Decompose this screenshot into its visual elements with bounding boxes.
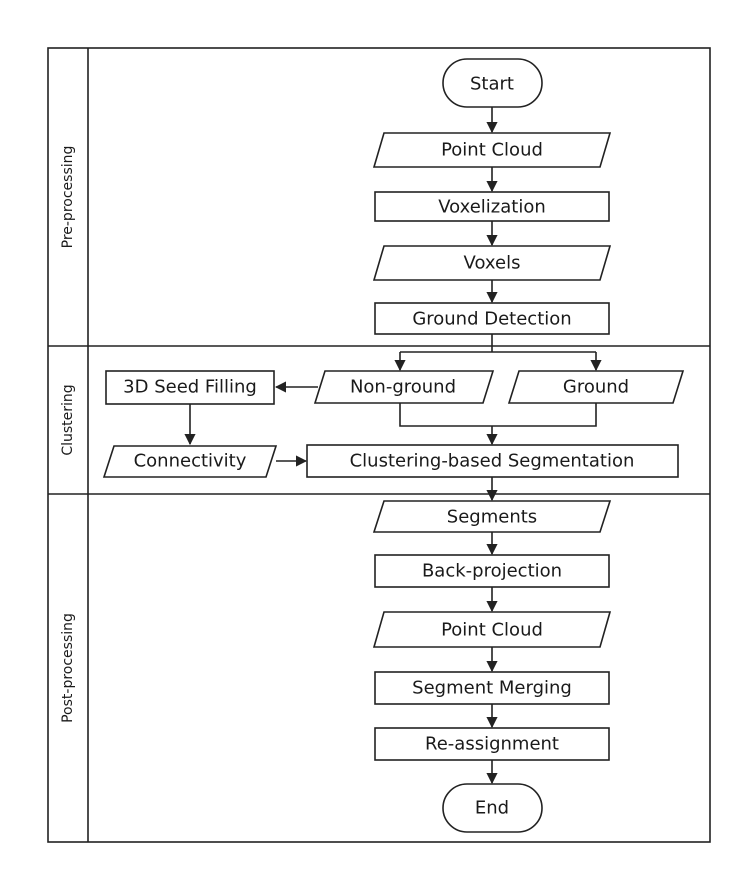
segments-node: Segments [372,500,612,533]
lane-label-clustering: Clustering [60,384,76,455]
clustering-segmentation-label: Clustering-based Segmentation [350,451,635,472]
connectivity-node: Connectivity [102,445,278,478]
back-projection-node: Back-projection [374,554,610,588]
seed-filling-node: 3D Seed Filling [105,370,275,405]
end-node: End [442,783,543,833]
non-ground-label: Non-ground [350,377,456,398]
voxels-label: Voxels [464,253,521,274]
point-cloud-input-label: Point Cloud [441,140,543,161]
seed-filling-label: 3D Seed Filling [123,377,257,398]
point-cloud-output-node: Point Cloud [372,611,612,648]
lane-label-pre-processing: Pre-processing [60,146,76,249]
ground-node: Ground [507,370,685,404]
segments-label: Segments [447,507,537,528]
point-cloud-output-label: Point Cloud [441,620,543,641]
back-projection-label: Back-projection [422,561,562,582]
swimlane-frame [47,47,711,843]
voxelization-node: Voxelization [374,191,610,222]
voxelization-label: Voxelization [438,197,546,218]
start-label: Start [470,74,514,95]
merge-bar [399,403,597,427]
lane-label-post-processing: Post-processing [60,613,76,723]
start-node: Start [442,58,543,108]
non-ground-node: Non-ground [313,370,495,404]
point-cloud-input-node: Point Cloud [372,132,612,168]
connectors [184,107,602,785]
re-assignment-node: Re-assignment [374,727,610,761]
voxels-node: Voxels [372,245,612,281]
ground-detection-label: Ground Detection [412,309,571,330]
re-assignment-label: Re-assignment [425,734,559,755]
connectivity-label: Connectivity [134,451,247,472]
clustering-segmentation-node: Clustering-based Segmentation [306,444,679,478]
segment-merging-label: Segment Merging [412,678,572,699]
ground-detection-node: Ground Detection [374,302,610,335]
ground-label: Ground [563,377,629,398]
segment-merging-node: Segment Merging [374,671,610,705]
end-label: End [475,798,509,819]
